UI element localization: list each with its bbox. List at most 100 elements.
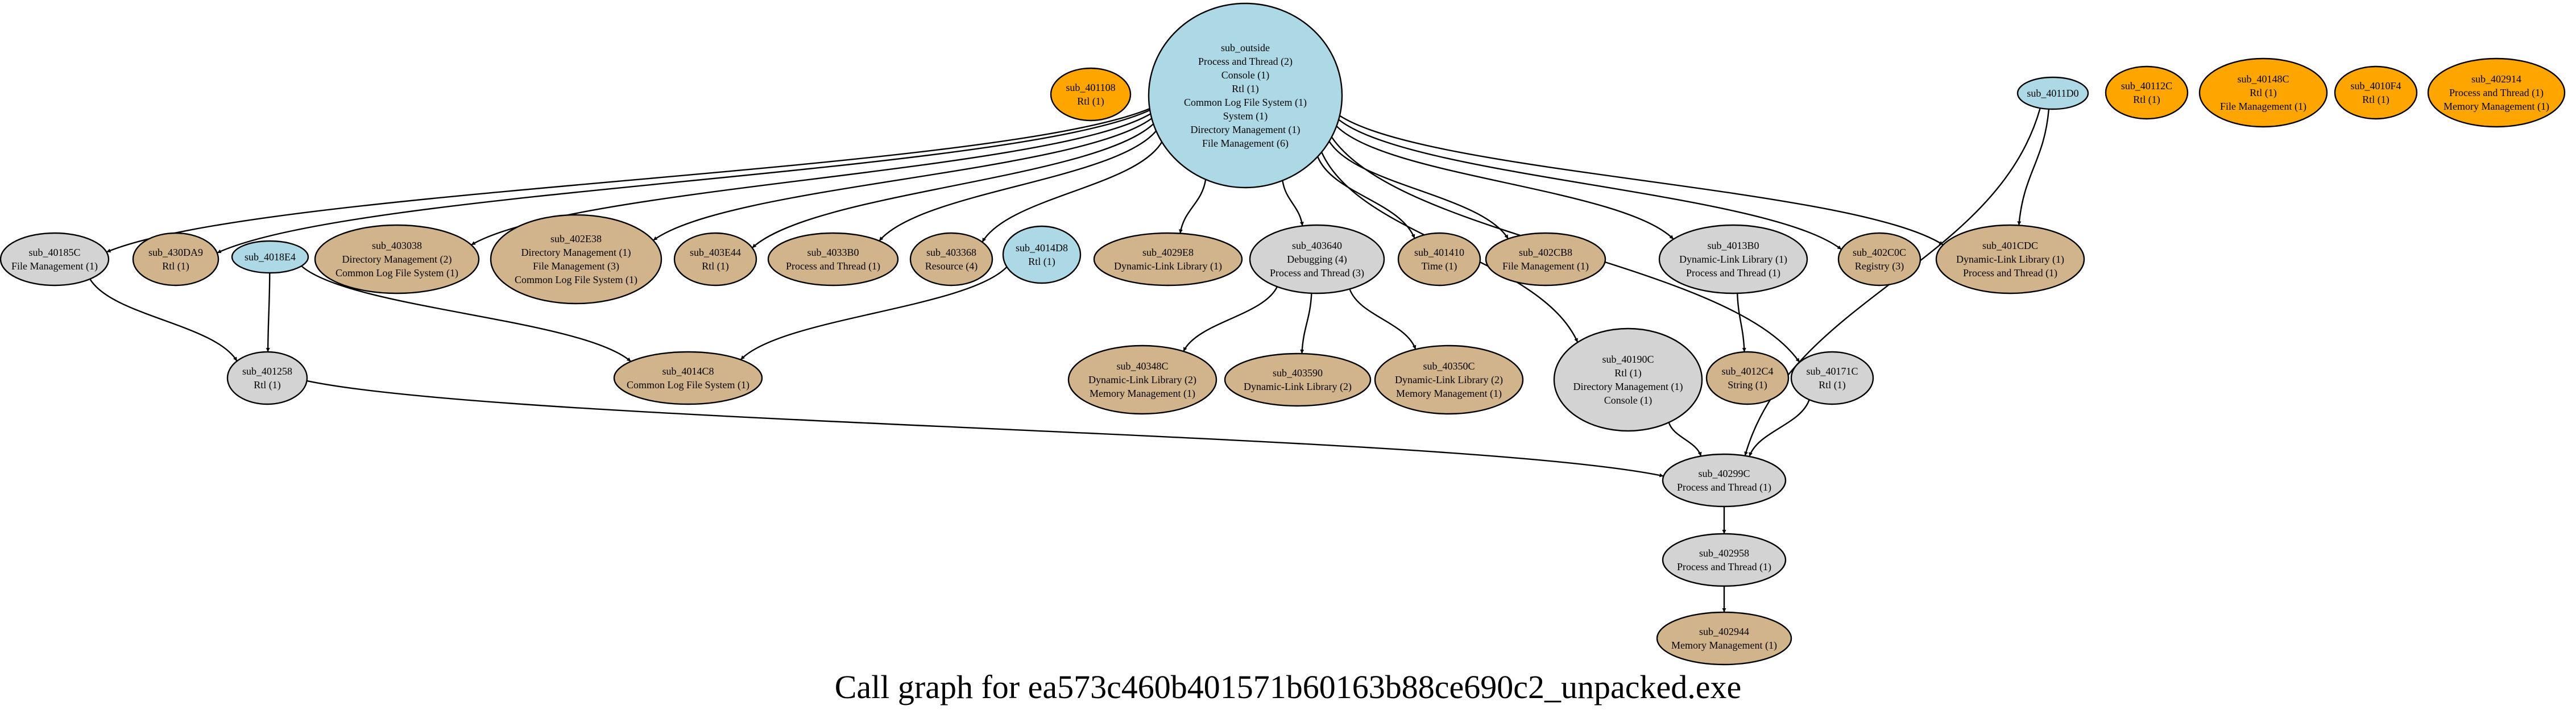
node-line-sub_outside-1: Console (1) [1221,69,1270,81]
node-ellipse-sub_4029E8 [1093,232,1243,287]
node-line-sub_402CB8-0: File Management (1) [1502,260,1589,272]
node-line-sub_402914-1: Memory Management (1) [2444,101,2549,113]
node-line-sub_403E44-0: Rtl (1) [702,260,729,272]
node-title-sub_403E44: sub_403E44 [690,247,741,258]
node-line-sub_4029E8-0: Dynamic-Link Library (1) [1114,260,1222,272]
node-title-sub_4012C4: sub_4012C4 [1721,366,1773,377]
node-ellipse-sub_4014D8 [1002,225,1082,284]
node-title-sub_40148C: sub_40148C [2237,73,2289,85]
node-title-sub_401258: sub_401258 [242,366,292,377]
graph-caption: Call graph for ea573c460b401571b60163b88… [835,669,1742,705]
edge-sub_outside-to-sub_402E38 [652,118,1153,241]
edge-sub_40171C-to-sub_40299C [1749,399,1810,457]
edge-sub_4011D0-to-sub_401CDC [2017,109,2050,226]
node-title-sub_40190C: sub_40190C [1602,354,1654,365]
edge-sub_outside-to-sub_40185C [106,107,1150,253]
edge-sub_401258-to-sub_40299C [307,380,1664,478]
node-line-sub_403640-1: Process and Thread (3) [1270,267,1364,279]
edge-sub_outside-to-sub_403368 [981,142,1163,243]
node-title-sub_outside: sub_outside [1221,42,1270,53]
node-title-sub_402944: sub_402944 [1699,626,1749,637]
edge-sub_4018E4-to-sub_401258 [266,272,271,352]
node-line-sub_401CDC-1: Process and Thread (1) [1963,267,2057,279]
node-line-sub_40190C-1: Directory Management (1) [1573,381,1683,393]
node-sub_4018E4[interactable]: sub_4018E4 [231,240,309,274]
node-ellipse-sub_403640 [1249,224,1385,294]
node-line-sub_40350C-1: Memory Management (1) [1396,388,1502,400]
node-ellipse-sub_outside [1148,2,1343,189]
node-title-sub_401410: sub_401410 [1414,247,1464,258]
node-ellipse-sub_40112C [2105,65,2189,120]
node-title-sub_401CDC: sub_401CDC [1982,240,2038,251]
node-title-sub_402CB8: sub_402CB8 [1519,247,1572,258]
node-ellipse-sub_4018E4 [231,240,309,274]
node-line-sub_40185C-0: File Management (1) [11,260,98,272]
node-ellipse-sub_403038 [314,224,480,294]
node-line-sub_40299C-0: Process and Thread (1) [1677,481,1771,493]
edge-sub_outside-to-sub_401CDC [1339,115,1944,246]
node-line-sub_403368-0: Resource (4) [925,260,978,272]
node-title-sub_402914: sub_402914 [2471,73,2521,85]
edge-sub_4018E4-to-sub_4014C8 [301,265,632,362]
node-ellipse-sub_403E44 [673,232,757,287]
node-sub_40185C[interactable]: sub_40185C File Management (1) [0,232,110,287]
node-ellipse-sub_402E38 [490,214,662,305]
node-line-sub_4013B0-0: Dynamic-Link Library (1) [1679,254,1787,265]
node-title-sub_4014C8: sub_4014C8 [662,366,714,377]
edge-sub_outside-to-sub_402C0C [1338,119,1842,250]
node-ellipse-sub_401258 [226,351,308,405]
node-ellipse-sub_40299C [1662,453,1787,508]
node-ellipse-sub_402914 [2427,57,2566,128]
edge-sub_outside-to-sub_403640 [1282,180,1304,226]
node-ellipse-sub_402958 [1662,533,1787,587]
node-line-sub_outside-0: Process and Thread (2) [1198,56,1293,68]
node-line-sub_outside-5: Directory Management (1) [1191,124,1301,136]
node-line-sub_4012C4-0: String (1) [1728,379,1767,391]
node-ellipse-sub_4033B0 [767,232,899,287]
node-title-sub_40348C: sub_40348C [1116,360,1168,372]
node-line-sub_4014D8-0: Rtl (1) [1028,256,1055,268]
node-line-sub_402E38-2: Common Log File System (1) [515,274,637,286]
node-line-sub_430DA9-0: Rtl (1) [162,260,189,272]
node-title-sub_4014D8: sub_4014D8 [1016,242,1068,254]
node-ellipse-sub_430DA9 [132,232,220,287]
node-line-sub_402958-0: Process and Thread (1) [1677,561,1771,573]
node-sub_4011D0[interactable]: sub_4011D0 [2016,76,2089,110]
node-line-sub_402914-0: Process and Thread (1) [2449,87,2544,99]
node-title-sub_40185C: sub_40185C [28,247,80,258]
edge-sub_40185C-to-sub_401258 [89,279,238,362]
edge-sub_outside-to-sub_430DA9 [217,109,1150,254]
